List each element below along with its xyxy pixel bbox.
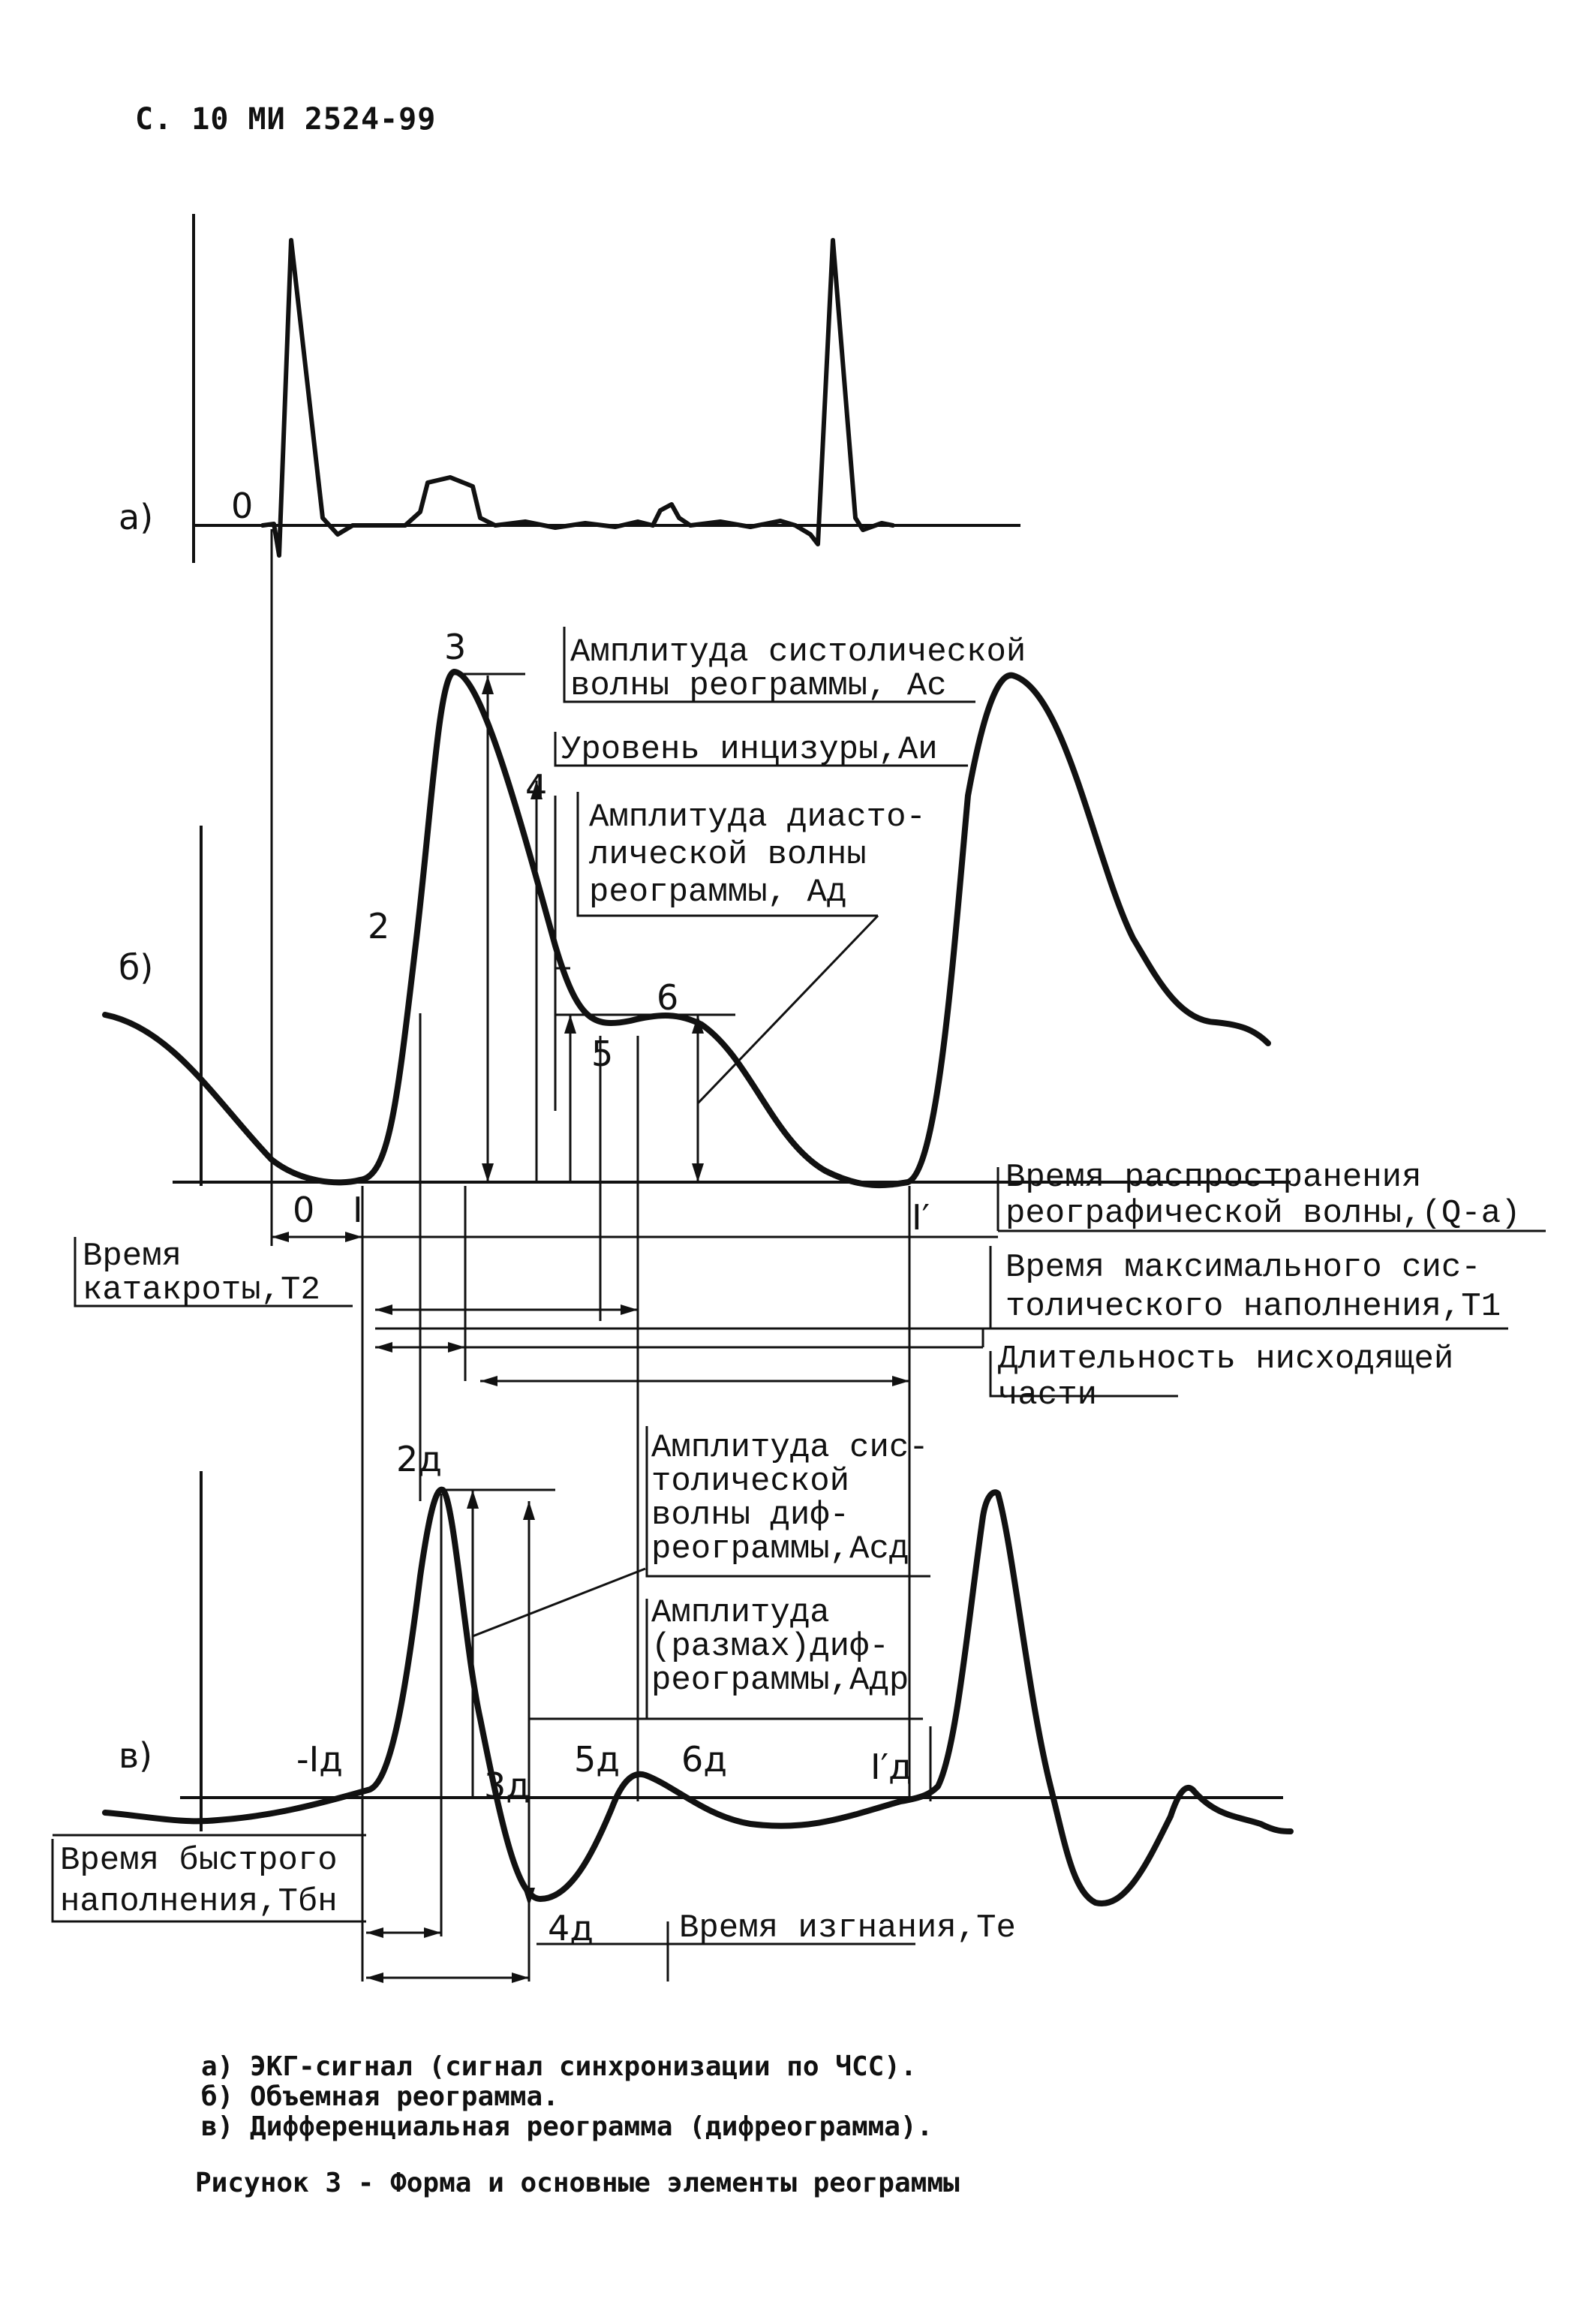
point-v-4: 4д [548, 1908, 594, 1948]
acd-leader [472, 1567, 646, 1638]
point-b-3: 3 [444, 627, 466, 667]
point-v-1: -Iд [296, 1739, 343, 1780]
page-header: С. 10 МИ 2524-99 [135, 102, 436, 137]
annotation-prop: Время распространения реографической вол… [1005, 1159, 1521, 1232]
point-v-2: 2д [396, 1439, 442, 1479]
point-v-1-prime: I′д [870, 1747, 912, 1787]
annotation-ai: Уровень инцизуры,Аи [561, 731, 938, 769]
annotation-ad: Амплитуда диасто- лической волны реограм… [589, 799, 945, 911]
point-v-6: 6д [681, 1739, 727, 1780]
panel-a-ecg: а) 0 [119, 214, 1020, 563]
annotation-desc: Длительность нисходящей части [998, 1341, 1474, 1414]
annotation-adr: Амплитуда (размах)диф- реограммы,Адр [651, 1594, 909, 1699]
point-b-0: 0 [293, 1190, 314, 1230]
annotation-te: Время изгнания,Те [679, 1909, 1016, 1947]
ecg-zero-label: 0 [231, 486, 253, 526]
annotation-tbn: Время быстрого наполнения,Тбн [60, 1842, 357, 1921]
annotation-t2: Время катакроты,Т2 [83, 1238, 320, 1309]
point-b-1: I [353, 1190, 363, 1230]
point-v-5: 5д [574, 1739, 620, 1780]
ad-leader [696, 914, 879, 1105]
panel-v-difreogram: в) -Iд I′д 2д 3д 4д 5д 6д [51, 1426, 1294, 1983]
figure-caption: Рисунок 3 - Форма и основные элементы ре… [195, 2168, 960, 2198]
reogram-trace [102, 669, 1271, 1189]
difreogram-trace [102, 1486, 1294, 1906]
panel-b-label: б) [119, 947, 153, 988]
panel-a-label: а) [119, 497, 153, 537]
annotation-acd: Амплитуда сис- толической волны диф- рео… [651, 1429, 948, 1568]
figure-legend: а) ЭКГ-сигнал (сигнал синхронизации по Ч… [201, 2051, 933, 2142]
timing-lines [74, 1013, 1546, 1982]
ecg-trace [260, 238, 895, 558]
point-b-5: 5 [591, 1034, 613, 1074]
panel-v-label: в) [119, 1735, 152, 1776]
annotation-ac: Амплитуда систолической волны реограммы,… [570, 633, 1046, 705]
annotation-t1: Время максимального сис- толического нап… [1005, 1249, 1501, 1326]
point-v-3: 3д [484, 1765, 530, 1806]
panel-b-reogram: б) 0 I I′ 2 3 4 5 6 [102, 627, 1291, 1238]
point-b-2: 2 [368, 906, 389, 946]
point-b-1-prime: I′ [912, 1197, 930, 1238]
point-b-6: 6 [657, 977, 678, 1018]
